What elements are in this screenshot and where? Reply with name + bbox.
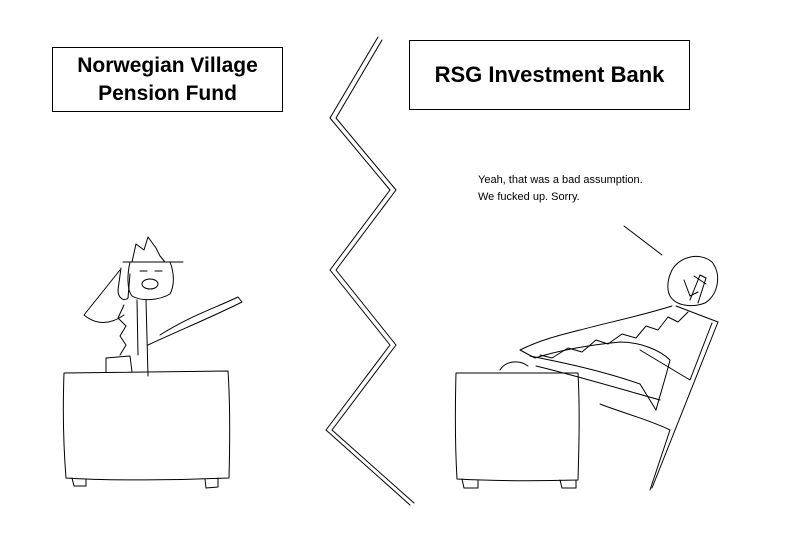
banker-speech: Yeah, that was a bad assumption. We fuck… [478, 172, 698, 206]
left-desk [62, 370, 231, 489]
banker-figure [499, 225, 719, 491]
speech-line-2: We fucked up. Sorry. [478, 191, 580, 203]
speech-line-1: Yeah, that was a bad assumption. [478, 174, 643, 186]
head [127, 261, 174, 301]
pension-fund-label-line2: Pension Fund [98, 81, 237, 105]
pension-fund-figure [83, 236, 243, 377]
pension-fund-label: Norwegian Village Pension Fund [52, 47, 283, 112]
banker-head [667, 255, 719, 307]
zigzag-divider [325, 36, 415, 506]
investment-bank-label-text: RSG Investment Bank [434, 62, 665, 87]
hat [122, 236, 184, 263]
investment-bank-label: RSG Investment Bank [409, 40, 690, 110]
chair-back [639, 305, 719, 489]
outstretched-arm [147, 296, 243, 346]
right-desk [454, 372, 580, 489]
phone [117, 267, 131, 301]
pension-fund-label-line1: Norwegian Village [77, 53, 258, 77]
